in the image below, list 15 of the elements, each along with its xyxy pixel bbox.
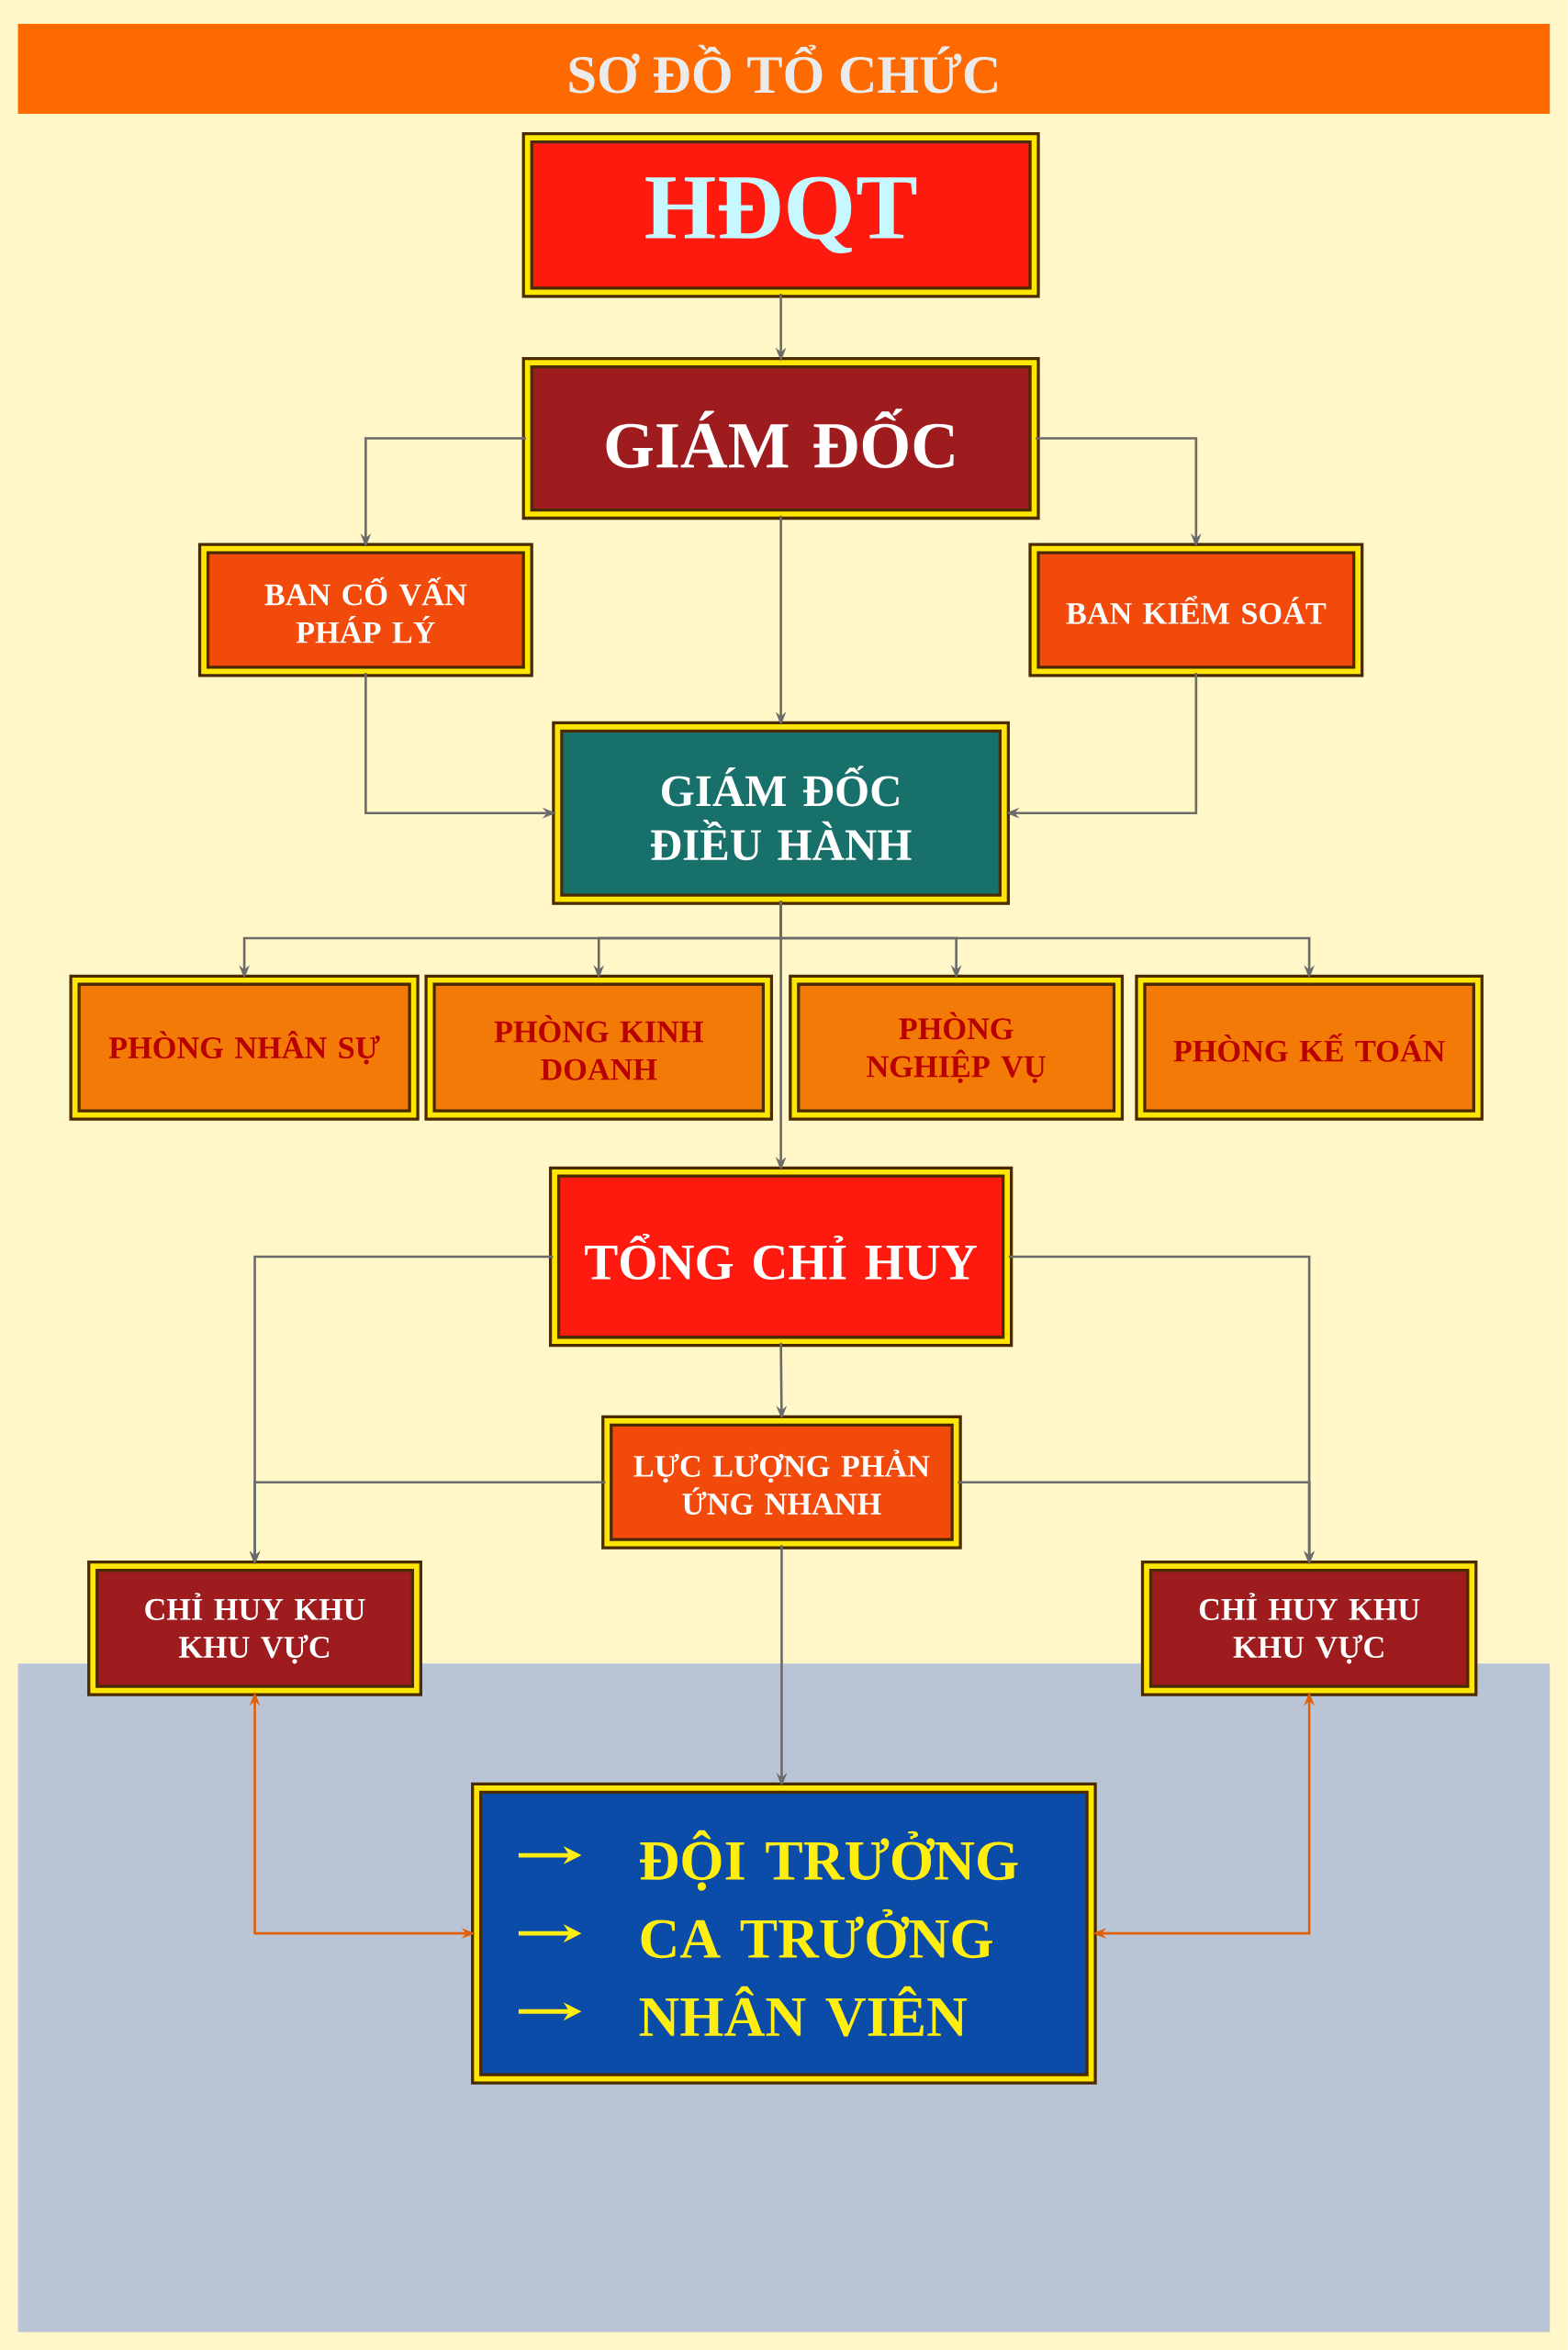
board-box: HĐQT bbox=[521, 132, 1040, 298]
executive-box: GIÁM ĐỐC ĐIỀU HÀNH bbox=[552, 721, 1011, 905]
director-box: GIÁM ĐỐC bbox=[521, 357, 1040, 520]
department-box: PHÒNG KINH DOANH bbox=[424, 974, 774, 1121]
department-box: BAN CỐ VẤN PHÁP LÝ bbox=[198, 543, 533, 677]
unit-box: LỰC LƯỢNG PHẢN ỨNG NHANH bbox=[601, 1415, 962, 1550]
department-box: PHÒNG KẾ TOÁN bbox=[1135, 974, 1484, 1121]
department-box: PHÒNG NGHIỆP VỤ bbox=[789, 974, 1125, 1121]
title-band: SƠ ĐỒ TỔ CHỨC bbox=[17, 24, 1551, 115]
area-box: CHỈ HUY KHU KHU VỰC bbox=[1141, 1561, 1478, 1696]
area-box: CHỈ HUY KHU KHU VỰC bbox=[87, 1561, 423, 1696]
department-box: BAN KIỂM SOÁT bbox=[1028, 543, 1364, 677]
staff-box: ĐỘI TRƯỞNG CA TRƯỞNG NHÂN VIÊN bbox=[471, 1782, 1097, 2085]
command-box: TỔNG CHỈ HUY bbox=[549, 1166, 1014, 1348]
department-box: PHÒNG NHÂN SỰ bbox=[69, 974, 420, 1121]
